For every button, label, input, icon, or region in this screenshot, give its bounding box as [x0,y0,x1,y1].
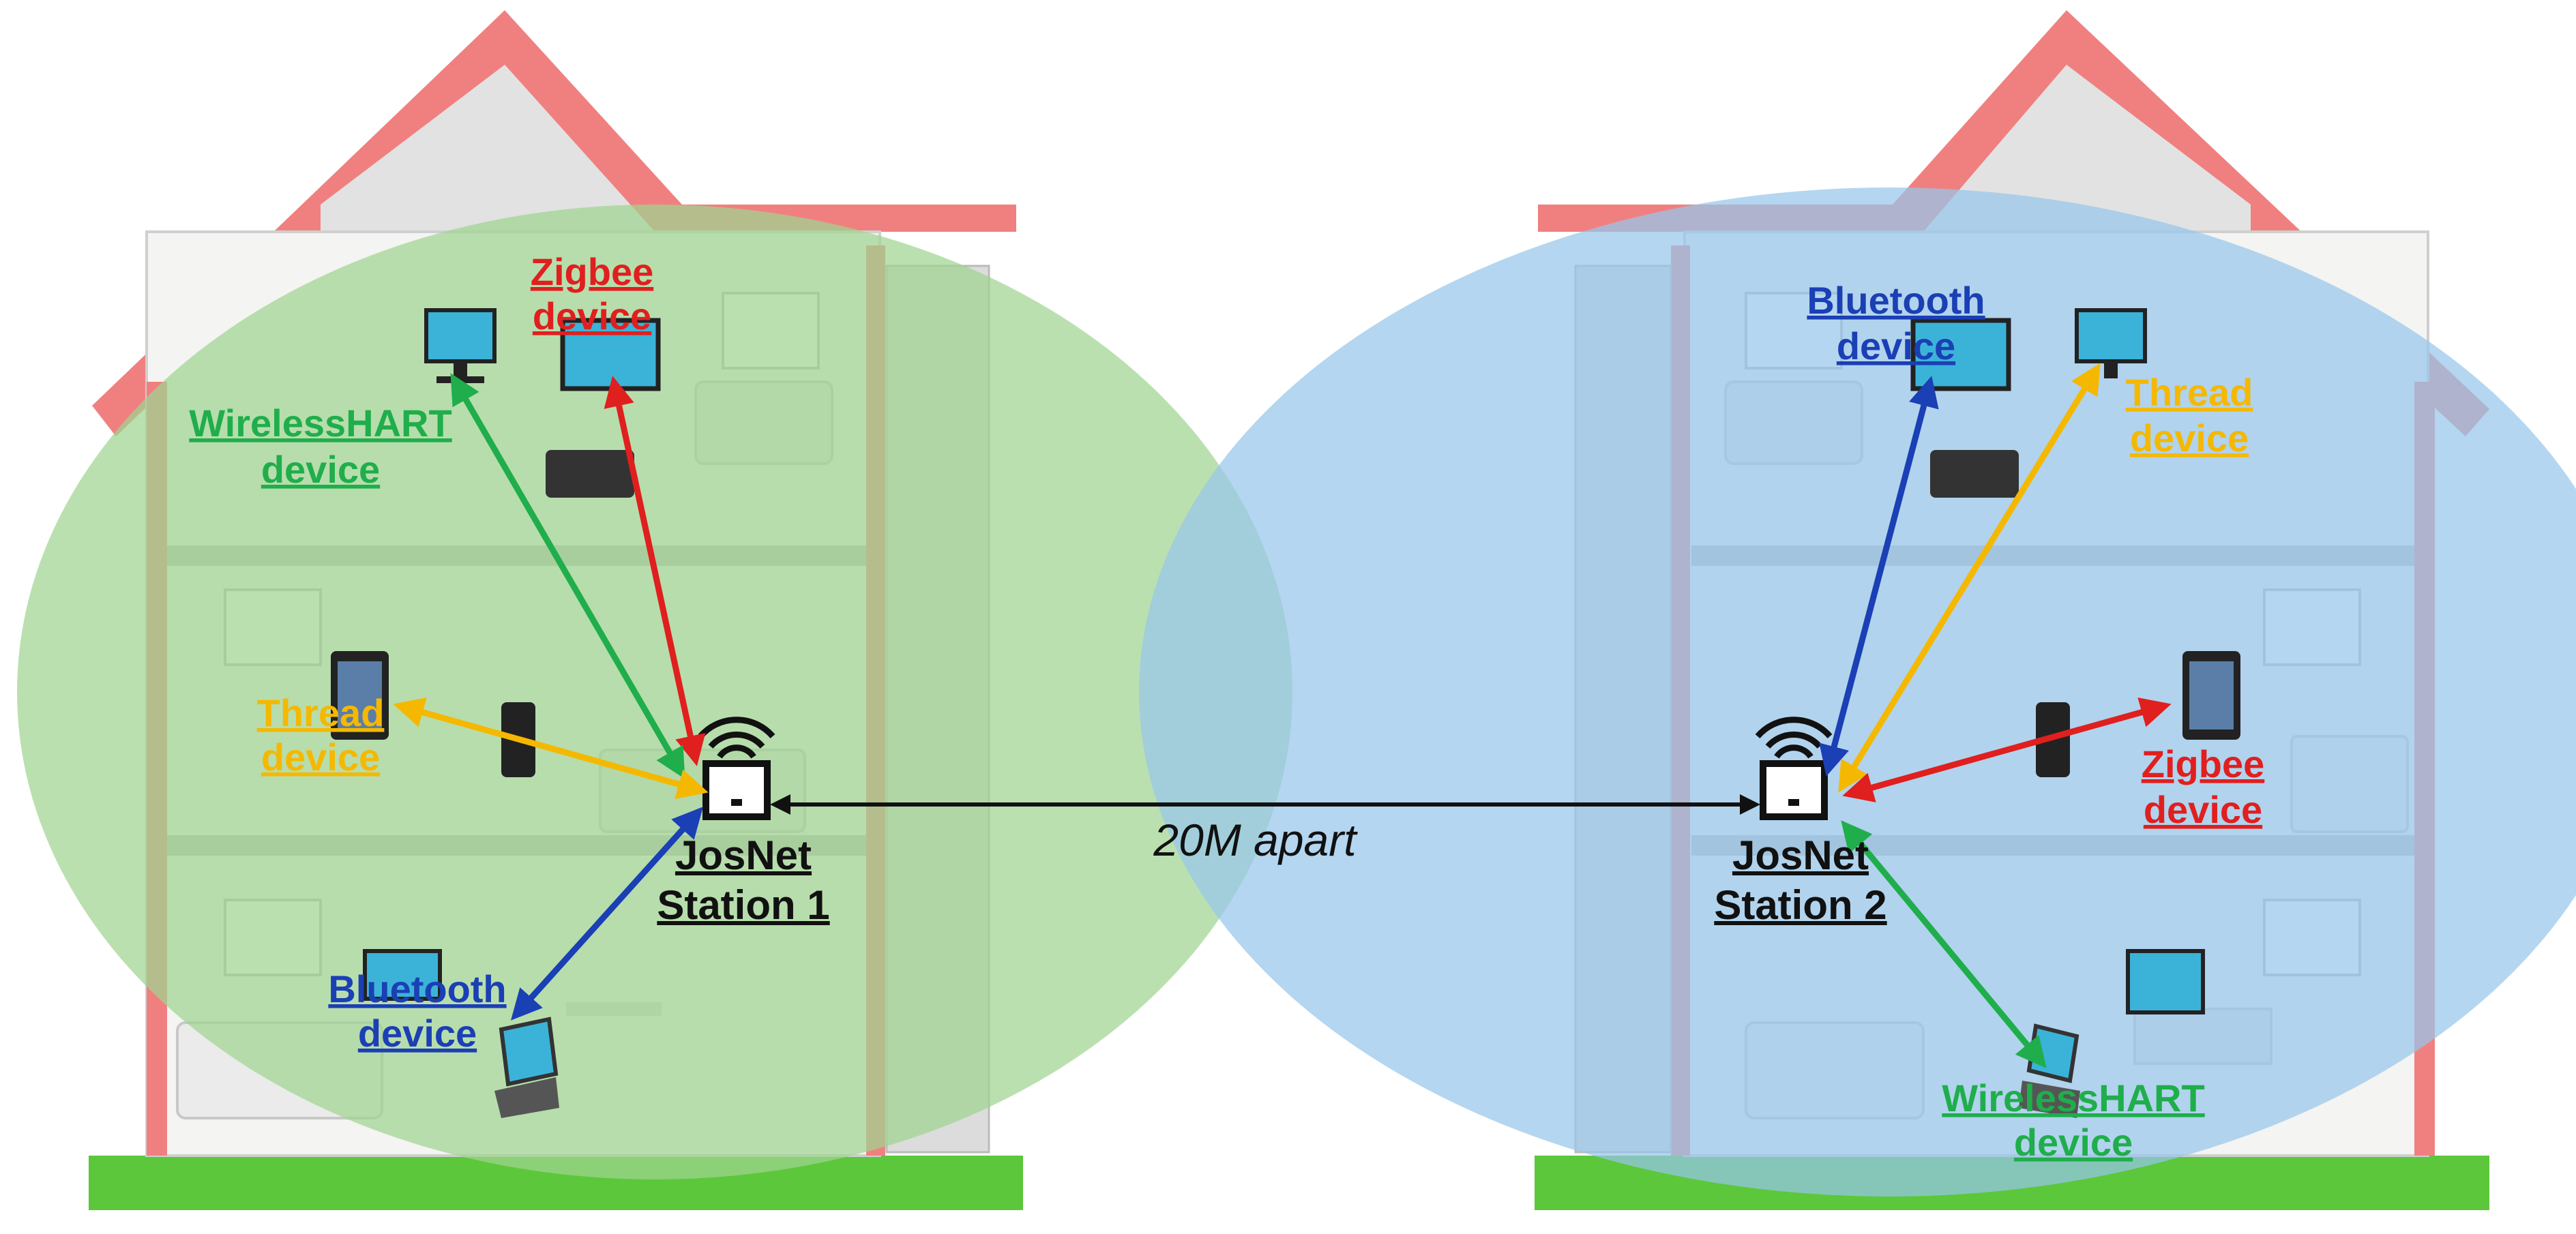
label-thread-right: Thread device [2126,371,2253,460]
svg-text:device: device [261,736,380,779]
laptop-icon [494,1017,559,1118]
svg-text:WirelessHART: WirelessHART [1942,1077,2204,1119]
svg-text:Station 2: Station 2 [1714,882,1886,928]
svg-text:device: device [2014,1121,2133,1164]
monitor-icon [2126,949,2205,1014]
arrow-zigbee-right [1842,697,2172,802]
attic-left [321,65,655,232]
label-zigbee-right: Zigbee device [2142,742,2264,831]
link-distance-label: 20M apart [1153,815,1358,865]
tablet-icon [2182,651,2240,740]
svg-text:device: device [1837,325,1955,367]
label-bluetooth-right: Bluetooth device [1807,279,1985,367]
svg-text:Bluetooth: Bluetooth [328,967,506,1010]
label-wirelesshart-right: WirelessHART device [1942,1077,2204,1164]
svg-text:Thread: Thread [2126,371,2253,414]
printer-icon [546,450,634,498]
svg-text:Zigbee: Zigbee [531,250,653,293]
label-zigbee-left: Zigbee device [531,250,653,337]
label-bluetooth-left: Bluetooth device [328,967,506,1055]
roof-left [92,10,1016,436]
arrow-thread-left [393,697,709,799]
svg-text:Thread: Thread [257,691,385,734]
station-label-left: JosNet Station 1 [657,832,829,928]
attic-right [1923,65,2251,232]
svg-text:device: device [533,295,651,337]
svg-text:device: device [2130,417,2249,460]
monitor-icon [363,949,442,1001]
svg-text:device: device [2144,788,2262,831]
printer-icon [1930,450,2019,498]
label-wirelesshart-left: WirelessHART device [189,402,451,491]
arrow-wirelesshart-right [1841,820,2047,1068]
arrow-bluetooth-left [510,807,704,1021]
svg-text:Station 1: Station 1 [657,882,829,928]
svg-text:Zigbee: Zigbee [2142,742,2264,785]
svg-text:JosNet: JosNet [675,832,812,878]
svg-text:device: device [358,1012,477,1055]
tablet-icon [331,651,389,740]
svg-text:JosNet: JosNet [1732,832,1869,878]
monitor-icon [2075,308,2147,378]
svg-text:device: device [261,448,380,491]
label-thread-left: Thread device [257,691,385,779]
svg-text:WirelessHART: WirelessHART [189,402,451,445]
station-label-right: JosNet Station 2 [1714,832,1886,928]
svg-text:Bluetooth: Bluetooth [1807,279,1985,322]
